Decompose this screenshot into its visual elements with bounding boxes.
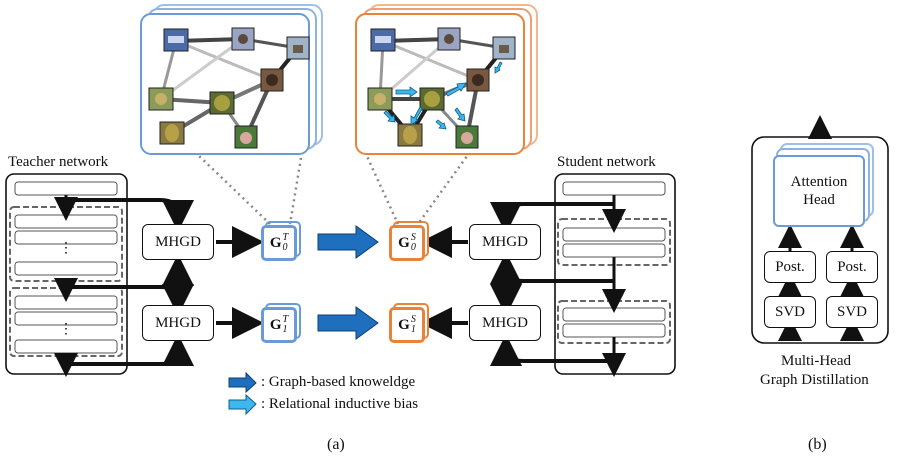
index-1: 1 — [282, 324, 288, 335]
panel-b-title-line2: Graph Distillation — [760, 372, 869, 388]
graph-letter: G — [269, 316, 282, 333]
student-network — [554, 173, 676, 377]
attention-head-box: Attention Head — [773, 155, 865, 227]
svd-box-left: SVD — [764, 296, 816, 328]
student-connectors — [490, 202, 614, 366]
attention-line1: Attention — [790, 174, 848, 190]
graph-letter: G — [398, 234, 410, 251]
knowledge-transfer-arrows — [317, 225, 379, 340]
post-box-left: Post. — [764, 251, 816, 283]
post-box-right: Post. — [826, 251, 878, 283]
caption-b: (b) — [808, 436, 827, 453]
zoom-lines — [194, 151, 472, 225]
teacher-network-label: Teacher network — [8, 154, 109, 170]
graph-letter: G — [269, 234, 282, 251]
student-mhgd-0: MHGD — [469, 224, 541, 260]
graph-letter: G — [398, 316, 410, 333]
index-0: 0 — [410, 242, 416, 253]
student-network-label: Student network — [557, 154, 656, 170]
teacher-network: ⋮ ⋮ — [5, 173, 128, 377]
svd-box-right: SVD — [826, 296, 878, 328]
caption-a: (a) — [327, 436, 345, 453]
legend-arrows — [228, 371, 257, 416]
mhgd-to-graph-arrows — [216, 226, 468, 339]
index-1: 1 — [410, 324, 416, 335]
index-0: 0 — [282, 242, 288, 253]
student-graph-panel — [355, 4, 538, 155]
svg-text:⋮: ⋮ — [59, 322, 73, 337]
student-mhgd-1: MHGD — [469, 305, 541, 341]
student-sup: S — [410, 232, 416, 243]
panel-b-title-line1: Multi-Head — [781, 353, 851, 369]
teacher-graph-panel — [140, 4, 323, 155]
attention-line2: Head — [803, 192, 835, 208]
legend-dark-text: : Graph-based knoweldge — [261, 374, 416, 390]
student-sup: S — [410, 314, 416, 325]
teacher-mhgd-1: MHGD — [142, 305, 214, 341]
teacher-sup: T — [282, 314, 289, 325]
svg-text:⋮: ⋮ — [59, 241, 73, 256]
teacher-mhgd-0: MHGD — [142, 224, 214, 260]
teacher-connectors — [66, 198, 194, 366]
teacher-sup: T — [282, 232, 289, 243]
legend-light-text: : Relational inductive bias — [261, 396, 419, 412]
